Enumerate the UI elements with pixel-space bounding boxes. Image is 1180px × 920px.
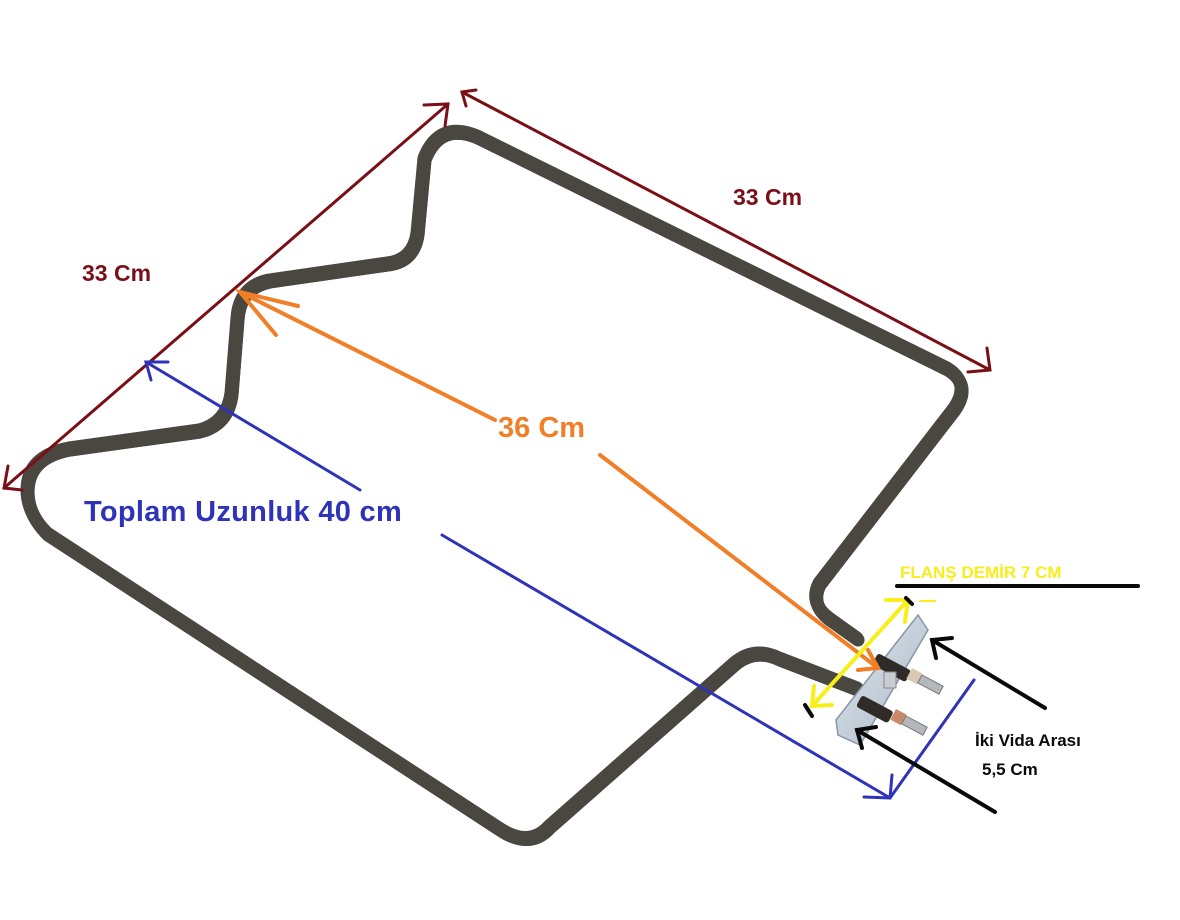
terminal-lower [901, 715, 928, 736]
label-screw-distance-value: 5,5 Cm [982, 760, 1038, 779]
label-top-width: 33 Cm [733, 184, 803, 210]
dimension-total-length [144, 360, 976, 800]
dimension-flange [809, 598, 936, 709]
heating-element-tube [27, 131, 962, 839]
dimension-left-depth [2, 102, 450, 492]
flange-plate [835, 613, 944, 746]
label-screw-distance-title: İki Vida Arası [975, 731, 1081, 750]
label-flange: FLANŞ DEMİR 7 CM [900, 563, 1062, 582]
flange-tick-marks [803, 596, 914, 718]
terminal-tab [883, 671, 897, 689]
label-left-depth: 33 Cm [82, 260, 152, 286]
dimension-top-width [460, 88, 992, 374]
dimension-diagonal [234, 288, 882, 672]
terminal-upper [917, 674, 944, 695]
label-total-length: Toplam Uzunluk 40 cm [84, 496, 403, 528]
screw-pointer-arrows [854, 636, 1047, 814]
label-diagonal: 36 Cm [498, 412, 586, 444]
